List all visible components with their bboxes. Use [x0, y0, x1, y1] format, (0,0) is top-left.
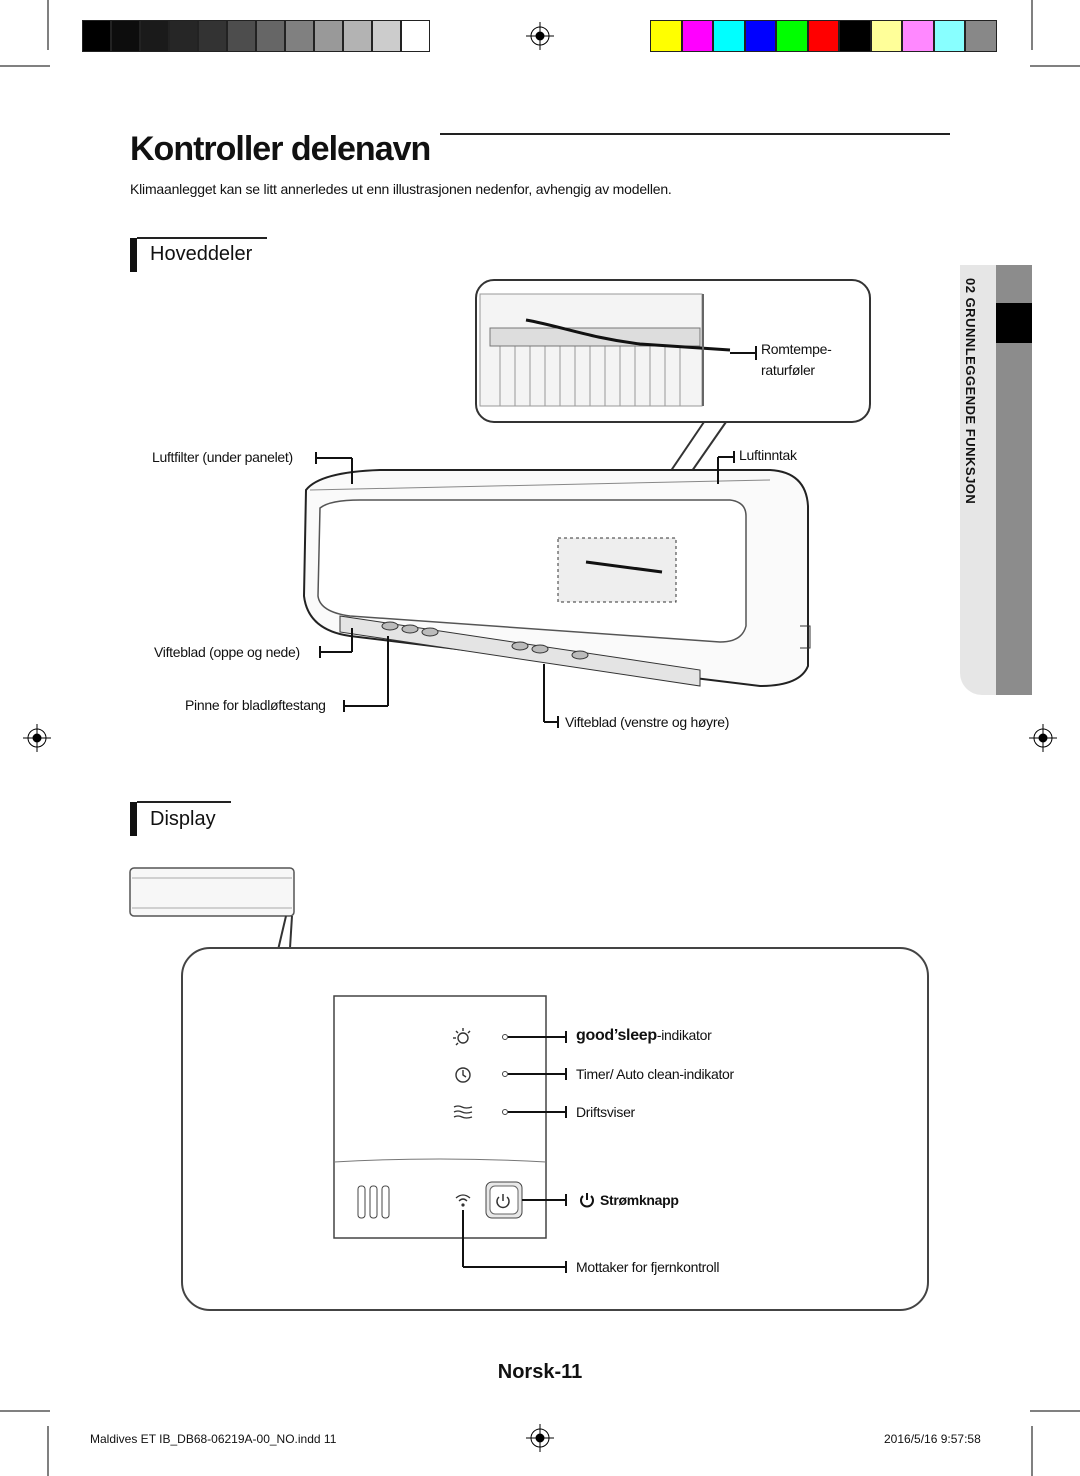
- title-rule: [440, 133, 950, 135]
- page-title: Kontroller delenavn: [130, 130, 431, 168]
- color-swatch: [82, 20, 111, 52]
- side-tab-marker: [996, 303, 1032, 343]
- label-receiver: Mottaker for fjernkontroll: [576, 1259, 720, 1275]
- display-illustration: [129, 867, 929, 1311]
- color-swatch: [870, 20, 902, 52]
- power-button-icon[interactable]: [494, 1192, 512, 1210]
- color-swatch: [902, 20, 934, 52]
- color-swatch: [965, 20, 997, 52]
- color-swatch: [343, 20, 372, 52]
- color-swatch: [140, 20, 169, 52]
- goodsleep-suffix: -indikator: [656, 1027, 712, 1043]
- color-swatch: [650, 20, 682, 52]
- color-swatch: [713, 20, 745, 52]
- label-air-intake: Luftinntak: [739, 447, 797, 463]
- side-tab-background: [960, 265, 996, 695]
- color-swatch: [776, 20, 808, 52]
- remote-receiver-icon: [455, 1194, 471, 1207]
- color-swatch: [933, 20, 965, 52]
- color-swatch: [314, 20, 343, 52]
- goodsleep-indicator-icon: [453, 1028, 471, 1046]
- color-swatch: [285, 20, 314, 52]
- section-heading-main: Hoveddeler: [150, 243, 253, 265]
- label-timer: Timer/ Auto clean-indikator: [576, 1066, 734, 1082]
- section-bar: [130, 802, 137, 836]
- page-number: Norsk-11: [497, 1361, 583, 1383]
- color-swatch: [198, 20, 227, 52]
- label-air-filter: Luftfilter (under panelet): [152, 449, 293, 465]
- footer-filename: Maldives ET IB_DB68-06219A-00_NO.indd 11: [90, 1432, 337, 1446]
- color-swatch: [681, 20, 713, 52]
- registration-mark-icon: [23, 724, 51, 752]
- color-swatch: [169, 20, 198, 52]
- label-goodsleep: good’sleep-indikator: [576, 1027, 712, 1045]
- section-rule: [137, 801, 231, 803]
- label-blade-left-right: Vifteblad (venstre og høyre): [565, 714, 730, 730]
- label-blade-pin: Pinne for bladløftestang: [185, 697, 326, 713]
- registration-mark-icon: [526, 22, 554, 50]
- color-swatch: [256, 20, 285, 52]
- color-swatch: [807, 20, 839, 52]
- registration-mark-icon: [1029, 724, 1057, 752]
- goodsleep-brand: good’sleep: [576, 1027, 657, 1044]
- label-power: Strømknapp: [600, 1192, 679, 1208]
- label-room-temp-sensor-cont: raturføler: [761, 362, 815, 378]
- label-blade-up-down: Vifteblad (oppe og nede): [154, 644, 300, 660]
- label-operation: Driftsviser: [576, 1104, 635, 1120]
- section-bar: [130, 238, 137, 272]
- footer-timestamp: 2016/5/16 9:57:58: [884, 1432, 981, 1446]
- color-swatch: [227, 20, 256, 52]
- color-swatch: [372, 20, 401, 52]
- color-swatch: [744, 20, 776, 52]
- color-swatch: [111, 20, 140, 52]
- registration-mark-icon: [526, 1424, 554, 1452]
- label-room-temp-sensor: Romtempe-: [761, 341, 832, 357]
- indoor-unit-illustration: [302, 279, 871, 688]
- color-swatch: [839, 20, 871, 52]
- operation-indicator-icon: [453, 1105, 473, 1119]
- intro-text: Klimaanlegget kan se litt annerledes ut …: [130, 181, 672, 197]
- section-rule: [137, 237, 267, 239]
- section-heading-display: Display: [150, 808, 216, 830]
- power-icon: [580, 1193, 594, 1208]
- color-swatch: [401, 20, 430, 52]
- timer-indicator-icon: [455, 1067, 471, 1083]
